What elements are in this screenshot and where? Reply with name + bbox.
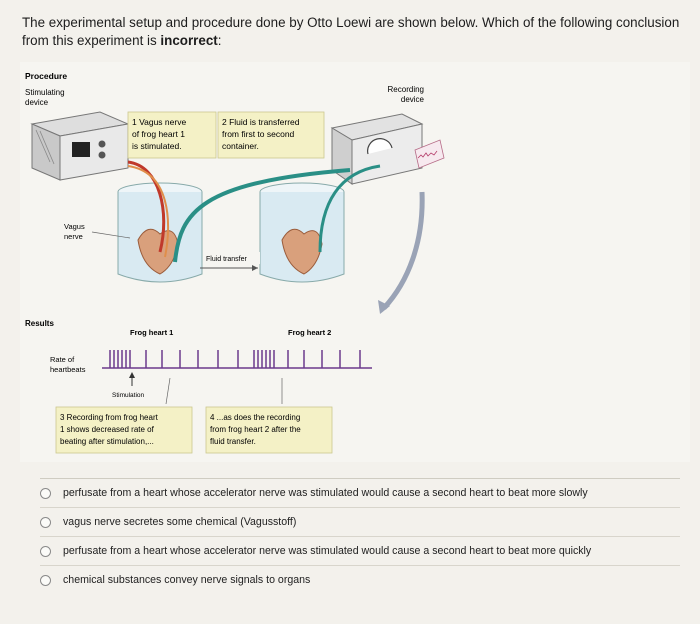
results-label: Results	[25, 319, 54, 328]
radio-button[interactable]	[40, 516, 51, 528]
stimulating-electrode-wire	[127, 160, 166, 253]
step4-box	[205, 406, 333, 454]
question-colon: :	[217, 33, 222, 48]
beaker-1	[117, 182, 203, 283]
rate-label-2: heartbeats	[50, 365, 86, 374]
answer-option-2[interactable]: vagus nerve secretes some chemical (Vagu…	[40, 507, 680, 536]
step3-line3: beating after stimulation,...	[60, 437, 154, 446]
option-label: chemical substances convey nerve signals…	[63, 574, 311, 586]
frog-heart-2-icon	[281, 228, 323, 275]
stimulator-knob-icon	[98, 151, 106, 159]
question-emphasis: incorrect	[160, 33, 218, 48]
step4-line1: 4 ...as does the recording	[210, 413, 300, 422]
step1-box	[127, 111, 217, 159]
step2-line2: from first to second	[222, 129, 295, 139]
frog-heart-2-label: Frog heart 2	[288, 328, 331, 337]
step2-line3: container.	[222, 141, 259, 151]
answer-option-3[interactable]: perfusate from a heart whose accelerator…	[40, 536, 680, 565]
step3-line1: 3 Recording from frog heart	[60, 413, 159, 422]
step1-line3: is stimulated.	[132, 141, 182, 151]
question-body: The experimental setup and procedure don…	[22, 15, 680, 48]
step3-box	[55, 406, 193, 454]
vagus-nerve-label-1: Vagus	[64, 222, 85, 231]
fluid-transfer-label: Fluid transfer	[206, 256, 248, 263]
recording-arrow-icon	[382, 191, 425, 310]
procedure-label: Procedure	[25, 71, 67, 81]
answer-option-4[interactable]: chemical substances convey nerve signals…	[40, 565, 680, 594]
answer-options: perfusate from a heart whose accelerator…	[40, 478, 680, 594]
recording-tube	[318, 164, 381, 253]
radio-button[interactable]	[40, 545, 51, 557]
stim-device-label-1: Stimulating	[25, 88, 65, 97]
heart-1-trace	[102, 350, 248, 369]
stimulating-device	[30, 111, 130, 181]
step2-box	[217, 111, 325, 159]
option-label: perfusate from a heart whose accelerator…	[63, 545, 592, 557]
gauge-dial-icon	[367, 138, 393, 155]
step1-line2: of frog heart 1	[132, 129, 185, 139]
step2-line1: 2 Fluid is transferred	[222, 117, 300, 127]
step4-line2: from frog heart 2 after the	[210, 425, 301, 434]
heart-2-trace	[248, 350, 372, 369]
option-label: vagus nerve secretes some chemical (Vagu…	[63, 516, 297, 528]
radio-button[interactable]	[40, 487, 51, 499]
step3-line2: 1 shows decreased rate of	[60, 425, 155, 434]
recording-device	[330, 113, 445, 185]
step4-line3: fluid transfer.	[210, 437, 256, 446]
radio-button[interactable]	[40, 574, 51, 586]
frog-heart-1-label: Frog heart 1	[130, 328, 173, 337]
experiment-diagram: Procedure Stimulating device Recording d…	[25, 71, 445, 454]
fluid-tube	[173, 168, 351, 263]
electrode-wire-2	[127, 165, 170, 258]
option-label: perfusate from a heart whose accelerator…	[63, 487, 588, 499]
stimulator-knob-icon	[98, 140, 106, 148]
recording-label-1: Recording	[388, 85, 424, 94]
recording-label-2: device	[401, 95, 425, 104]
stimulation-label: Stimulation	[112, 392, 145, 399]
stim-device-label-2: device	[25, 98, 49, 107]
question-text: The experimental setup and procedure don…	[22, 14, 682, 50]
beaker-2	[259, 182, 345, 283]
answer-option-1[interactable]: perfusate from a heart whose accelerator…	[40, 478, 680, 507]
vagus-nerve-label-2: nerve	[64, 232, 83, 241]
step1-line1: 1 Vagus nerve	[132, 117, 186, 127]
rate-label-1: Rate of	[50, 355, 75, 364]
stimulator-screen-icon	[72, 142, 90, 157]
experiment-figure: Procedure Stimulating device Recording d…	[20, 62, 690, 462]
